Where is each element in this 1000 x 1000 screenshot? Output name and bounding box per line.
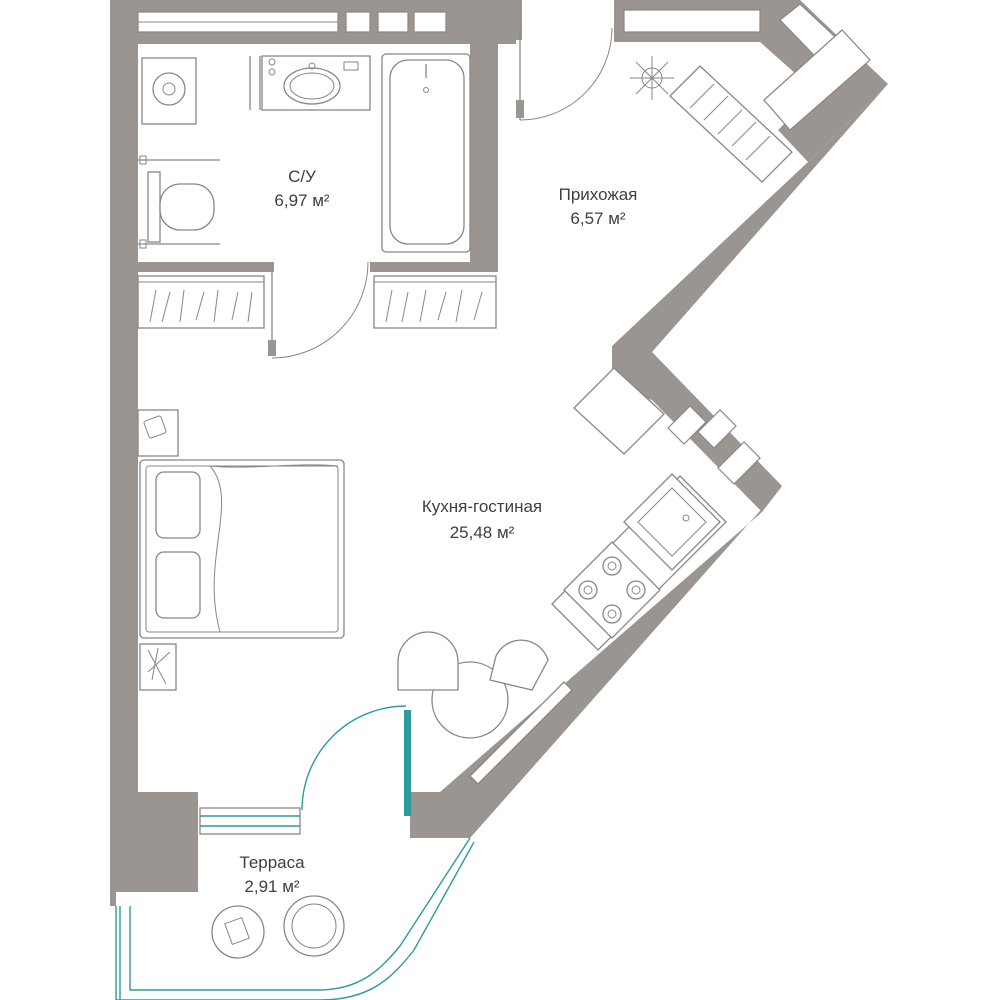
room-area-bathroom: 6,97 м² <box>274 191 329 210</box>
windows <box>137 3 871 485</box>
kitchen-sink <box>623 473 721 571</box>
terrace-table <box>211 905 265 959</box>
room-labels: С/У 6,97 м² Прихожая 6,57 м² Кухня-гости… <box>239 167 637 896</box>
dining-chair-right <box>489 639 549 691</box>
entry-plant <box>630 56 674 100</box>
plant <box>139 643 177 691</box>
toilet-bowl <box>159 183 215 231</box>
washing-machine <box>141 57 197 125</box>
wall-partition-left <box>138 262 274 272</box>
pillow-top <box>155 471 201 539</box>
terrace <box>115 807 475 1000</box>
room-area-terrace: 2,91 м² <box>244 877 299 896</box>
bathtub <box>381 53 471 253</box>
wardrobes <box>137 65 793 329</box>
kitchen <box>469 367 727 785</box>
bedroom <box>137 409 345 691</box>
kitchen-bench <box>469 681 573 785</box>
nightstand <box>137 409 179 457</box>
room-area-kitchen-living: 25,48 м² <box>450 523 515 542</box>
sink-counter <box>261 55 371 111</box>
pillow-bottom <box>155 551 201 619</box>
bathroom-fixtures <box>138 53 471 253</box>
wardrobe-entry <box>669 65 793 183</box>
wall-partition-right <box>370 262 498 272</box>
room-name-entry: Прихожая <box>559 185 638 204</box>
wall-entry-pier <box>498 0 522 40</box>
terrace-chair <box>283 895 345 957</box>
dining-chair-left <box>397 631 459 691</box>
wall-bathroom-right <box>470 0 498 272</box>
room-area-entry: 6,57 м² <box>570 209 625 228</box>
wall-left <box>110 0 198 906</box>
doors <box>268 27 613 816</box>
toilet-tank <box>147 171 161 243</box>
dining <box>397 631 549 739</box>
room-name-terrace: Терраса <box>239 853 305 872</box>
room-name-kitchen-living: Кухня-гостиная <box>422 497 542 516</box>
room-name-bathroom: С/У <box>288 167 316 186</box>
hob <box>563 541 661 639</box>
wall-diagonal-upper <box>612 84 888 352</box>
wardrobe-right <box>373 275 497 329</box>
terrace-window <box>199 807 301 835</box>
fridge <box>573 367 665 455</box>
